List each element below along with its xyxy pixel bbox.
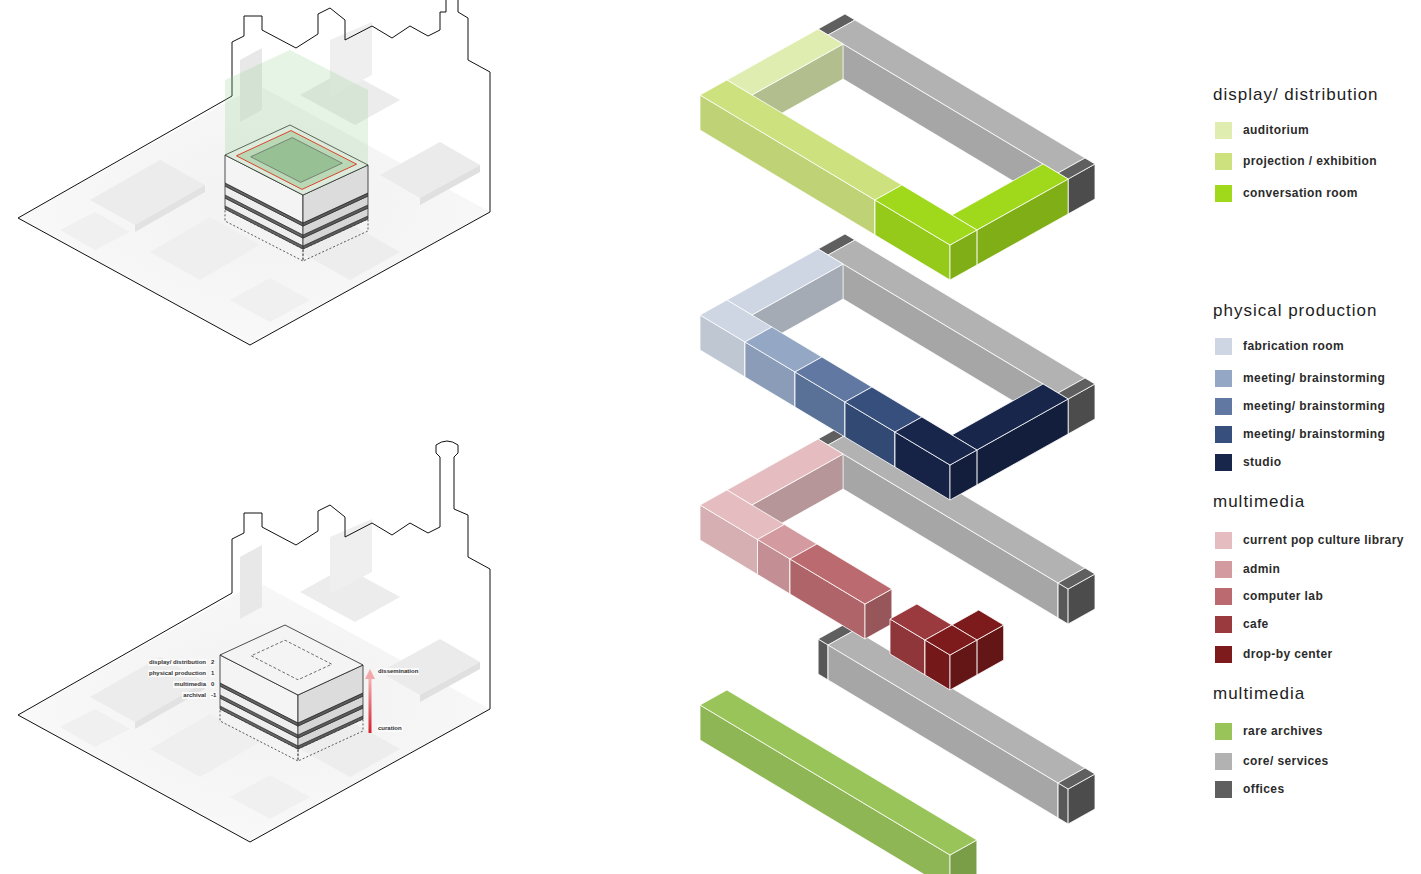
legend-label: current pop culture library — [1243, 532, 1404, 549]
legend-swatch — [1215, 723, 1232, 740]
legend-heading: multimedia — [1213, 684, 1305, 704]
courtyard-dashed — [251, 640, 332, 680]
building-stack — [225, 50, 368, 261]
legend-swatch — [1215, 646, 1232, 663]
legend-heading: display/ distribution — [1213, 85, 1379, 105]
legend-label: projection / exhibition — [1243, 153, 1377, 170]
program-block-top — [875, 185, 977, 245]
program-block-front — [818, 639, 828, 680]
site-outline — [18, 0, 490, 345]
axis-label: curation — [377, 725, 403, 732]
level-label: display/ distribution — [148, 659, 207, 666]
program-block-top — [895, 417, 977, 465]
program-block-front — [700, 705, 950, 874]
legend-label: studio — [1243, 454, 1281, 471]
level-label: multimedia — [173, 681, 207, 688]
program-block-top — [1058, 568, 1095, 589]
legend-swatch — [1215, 426, 1232, 443]
site-plan-bottom — [18, 441, 490, 842]
legend-label: admin — [1243, 561, 1280, 578]
level-number: 2 — [210, 659, 215, 666]
legend-label: meeting/ brainstorming — [1243, 426, 1385, 443]
program-block-top — [828, 630, 1085, 783]
program-block-top — [727, 439, 843, 505]
legend-label: meeting/ brainstorming — [1243, 370, 1385, 387]
stack-face — [220, 625, 363, 695]
legend-swatch — [1215, 185, 1232, 202]
legend-swatch — [1215, 398, 1232, 415]
arrow-shaft — [369, 677, 372, 733]
building-stack — [220, 625, 363, 761]
legend-swatch — [1215, 454, 1232, 471]
legend-swatch — [1215, 338, 1232, 355]
program-block-top — [952, 384, 1068, 450]
legend-heading: multimedia — [1213, 492, 1305, 512]
program-block-top — [1058, 378, 1095, 399]
legend-label: computer lab — [1243, 588, 1323, 605]
program-block-top — [700, 80, 902, 200]
legend-swatch — [1215, 532, 1232, 549]
program-block-top — [925, 625, 977, 655]
program-block-top — [727, 29, 843, 95]
level-label: archival — [182, 692, 207, 699]
program-block-top — [1058, 158, 1095, 179]
axis-label: dissemination — [377, 668, 419, 675]
legend-heading: physical production — [1213, 301, 1378, 321]
level-number: 0 — [210, 681, 215, 688]
legend-label: auditorium — [1243, 122, 1309, 139]
program-block-front — [1058, 783, 1068, 824]
legend-swatch — [1215, 781, 1232, 798]
level-number: -1 — [210, 692, 217, 699]
program-block-top — [828, 20, 1085, 173]
level-number: 1 — [210, 670, 215, 677]
program-block-top — [700, 690, 977, 855]
program-level — [700, 14, 1095, 280]
city-context — [18, 22, 490, 345]
legend-label: cafe — [1243, 616, 1269, 633]
program-block-top — [1058, 768, 1095, 789]
program-block-top — [952, 164, 1068, 230]
legend-swatch — [1215, 588, 1232, 605]
light-volume — [225, 50, 368, 195]
level-label: physical production — [148, 670, 207, 677]
program-block-top — [727, 249, 843, 315]
program-block-front — [1058, 583, 1068, 624]
site-outline — [18, 441, 490, 842]
arrow-head — [365, 669, 375, 679]
courtyard-outline — [236, 131, 356, 190]
legend-swatch — [1215, 122, 1232, 139]
legend-swatch — [1215, 561, 1232, 578]
legend-label: core/ services — [1243, 753, 1329, 770]
program-block-top — [790, 544, 892, 604]
legend-label: meeting/ brainstorming — [1243, 398, 1385, 415]
legend-label: conversation room — [1243, 185, 1358, 202]
courtyard-inner — [251, 138, 343, 183]
curation-arrow — [365, 669, 375, 733]
site-plan-top — [18, 0, 490, 345]
legend-label: offices — [1243, 781, 1284, 798]
legend-label: drop-by center — [1243, 646, 1333, 663]
legend-swatch — [1215, 616, 1232, 633]
program-level — [700, 624, 1095, 874]
legend-swatch — [1215, 753, 1232, 770]
program-level — [700, 424, 1095, 690]
legend-swatch — [1215, 153, 1232, 170]
legend-label: rare archives — [1243, 723, 1323, 740]
city-context — [18, 519, 490, 842]
legend-swatch — [1215, 370, 1232, 387]
legend-label: fabrication room — [1243, 338, 1344, 355]
program-level — [700, 234, 1095, 500]
